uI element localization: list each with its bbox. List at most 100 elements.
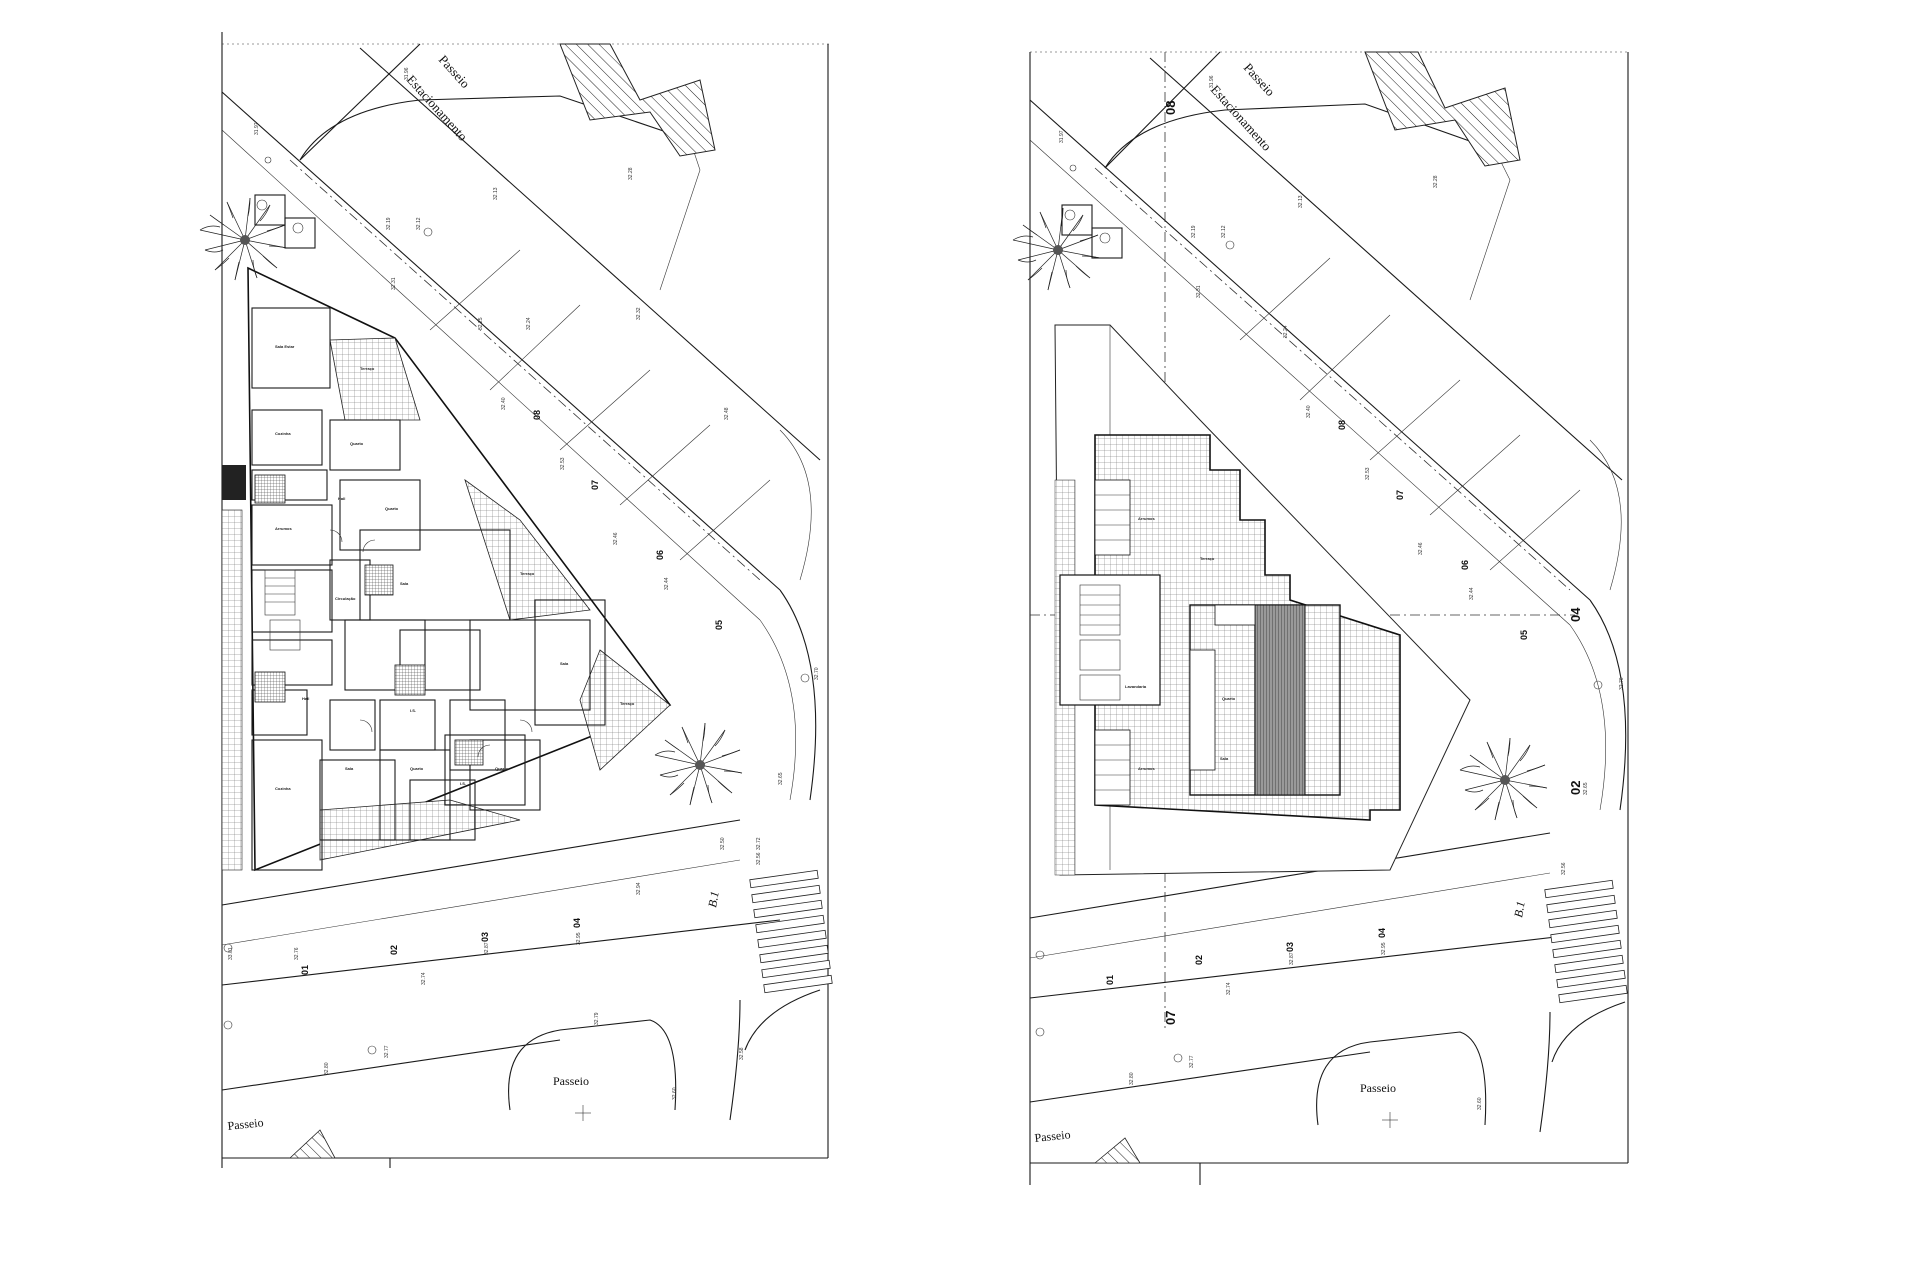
left-elev: 31.97	[254, 122, 260, 135]
left-elev: 32.46	[613, 532, 619, 545]
left-room: I.S.	[460, 781, 466, 786]
left-elev: 32.28	[628, 167, 634, 180]
left-room: Quarto	[385, 506, 399, 511]
left-room: Arrumos	[275, 526, 292, 531]
left-elev: 32.58	[739, 1047, 745, 1060]
right-elev: 32.80	[1129, 1072, 1135, 1085]
left-elevations: 31.96 31.97 32.12 32.13 32.19 32.25 32.2…	[228, 67, 820, 1100]
left-room: Cozinha	[275, 786, 291, 791]
right-elev: 32.44	[1469, 587, 1475, 600]
left-axis-01: 01	[300, 965, 310, 975]
right-island-label: Passeio	[1360, 1081, 1396, 1095]
left-axis-07: 07	[590, 480, 600, 490]
right-elev: 32.24	[1283, 325, 1289, 338]
left-elev: 32.50	[720, 837, 726, 850]
right-elev: 32.53	[1365, 467, 1371, 480]
left-elev: 32.95	[576, 932, 582, 945]
right-elev: 31.96	[1209, 75, 1215, 88]
right-elev: 32.74	[1226, 982, 1232, 995]
right-elev: 32.31	[1196, 285, 1202, 298]
left-elev: 32.94	[636, 882, 642, 895]
right-elev: 32.65	[1583, 782, 1589, 795]
left-elev: 31.96	[404, 67, 410, 80]
left-elev: 32.65	[778, 772, 784, 785]
right-axis-02-lower: 02	[1194, 955, 1204, 965]
right-room: Lavandaria	[1125, 684, 1147, 689]
right-axis-side-top: 08	[1163, 101, 1178, 115]
left-elev: 32.80	[324, 1062, 330, 1075]
left-room: Terraço	[360, 366, 375, 371]
right-axis-04-lower: 04	[1377, 928, 1387, 938]
left-elev: 32.25	[478, 317, 484, 330]
right-elev: 32.40	[1306, 405, 1312, 418]
left-elev: 32.24	[526, 317, 532, 330]
left-elev: 32.87	[484, 942, 490, 955]
left-elev: 32.53	[560, 457, 566, 470]
right-elev: 32.77	[1189, 1055, 1195, 1068]
left-elev: 32.19	[386, 217, 392, 230]
left-elev: 32.56	[756, 852, 762, 865]
left-site-plan: Passeio Estacionamento Passeio Passeio B…	[199, 32, 833, 1168]
right-axis-07: 07	[1395, 490, 1405, 500]
left-room: Quarto	[495, 766, 509, 771]
left-elev: 33.01	[228, 947, 234, 960]
right-elevations: 31.96 31.97 32.12 32.13 32.19 32.28 32.3…	[1059, 75, 1625, 1110]
right-bench-mark: B.1	[1511, 900, 1528, 919]
left-room: Hall	[338, 496, 345, 501]
left-bench-mark: B.1	[705, 890, 722, 909]
right-axis-side-bottom: 07	[1163, 1011, 1178, 1025]
right-elev: 32.95	[1381, 942, 1387, 955]
left-room: Quarto	[410, 766, 424, 771]
left-axis-03: 03	[480, 932, 490, 942]
right-room: Terraço	[1200, 556, 1215, 561]
left-room: Sala	[560, 661, 569, 666]
left-elev: 32.60	[672, 1087, 678, 1100]
left-room: Terraço	[620, 701, 635, 706]
right-elev: 32.70	[1619, 677, 1625, 690]
right-room: Arrumos	[1138, 516, 1155, 521]
left-room-labels: Sala Estar Cozinha Quarto Quarto Sala Te…	[275, 344, 635, 791]
left-elev: 32.32	[636, 307, 642, 320]
right-elev: 32.13	[1298, 195, 1304, 208]
left-axis-05: 05	[714, 620, 724, 630]
right-elev: 31.97	[1059, 130, 1065, 143]
left-room: Cozinha	[275, 431, 291, 436]
left-elev: 32.44	[664, 577, 670, 590]
right-axis-03: 03	[1285, 942, 1295, 952]
left-room: Circulação	[335, 596, 356, 601]
right-room-labels: Terraço Arrumos Arrumos Sala Quarto Lava…	[1125, 516, 1236, 771]
left-axis-02: 02	[389, 945, 399, 955]
left-elev: 32.72	[756, 837, 762, 850]
left-room: Sala	[400, 581, 409, 586]
left-elev: 32.40	[501, 397, 507, 410]
right-elev: 32.46	[1418, 542, 1424, 555]
left-elev: 32.76	[294, 947, 300, 960]
right-axis-08: 08	[1337, 420, 1347, 430]
right-axis-04: 04	[1568, 607, 1583, 622]
right-elev: 32.12	[1221, 225, 1227, 238]
right-elev: 32.60	[1477, 1097, 1483, 1110]
left-axis-06: 06	[655, 550, 665, 560]
left-axis-08: 08	[532, 410, 542, 420]
left-elev: 32.79	[594, 1012, 600, 1025]
left-room: Quarto	[350, 441, 364, 446]
right-room: Sala	[1220, 756, 1229, 761]
right-elev: 32.28	[1433, 175, 1439, 188]
left-elev: 32.70	[814, 667, 820, 680]
right-street-bottom-label: Passeio	[1034, 1127, 1071, 1145]
left-elev: 32.12	[416, 217, 422, 230]
left-room: Sala	[345, 766, 354, 771]
right-axis-01: 01	[1105, 975, 1115, 985]
right-elev: 32.56	[1561, 862, 1567, 875]
left-room: Hall	[302, 696, 309, 701]
right-elev: 32.19	[1191, 225, 1197, 238]
right-axis-06: 06	[1460, 560, 1470, 570]
left-island-label: Passeio	[553, 1074, 589, 1088]
left-street-bottom-label: Passeio	[227, 1115, 264, 1133]
right-axis-02: 02	[1568, 781, 1583, 795]
right-room: Arrumos	[1138, 766, 1155, 771]
left-room: Terraço	[520, 571, 535, 576]
right-room: Quarto	[1222, 696, 1236, 701]
